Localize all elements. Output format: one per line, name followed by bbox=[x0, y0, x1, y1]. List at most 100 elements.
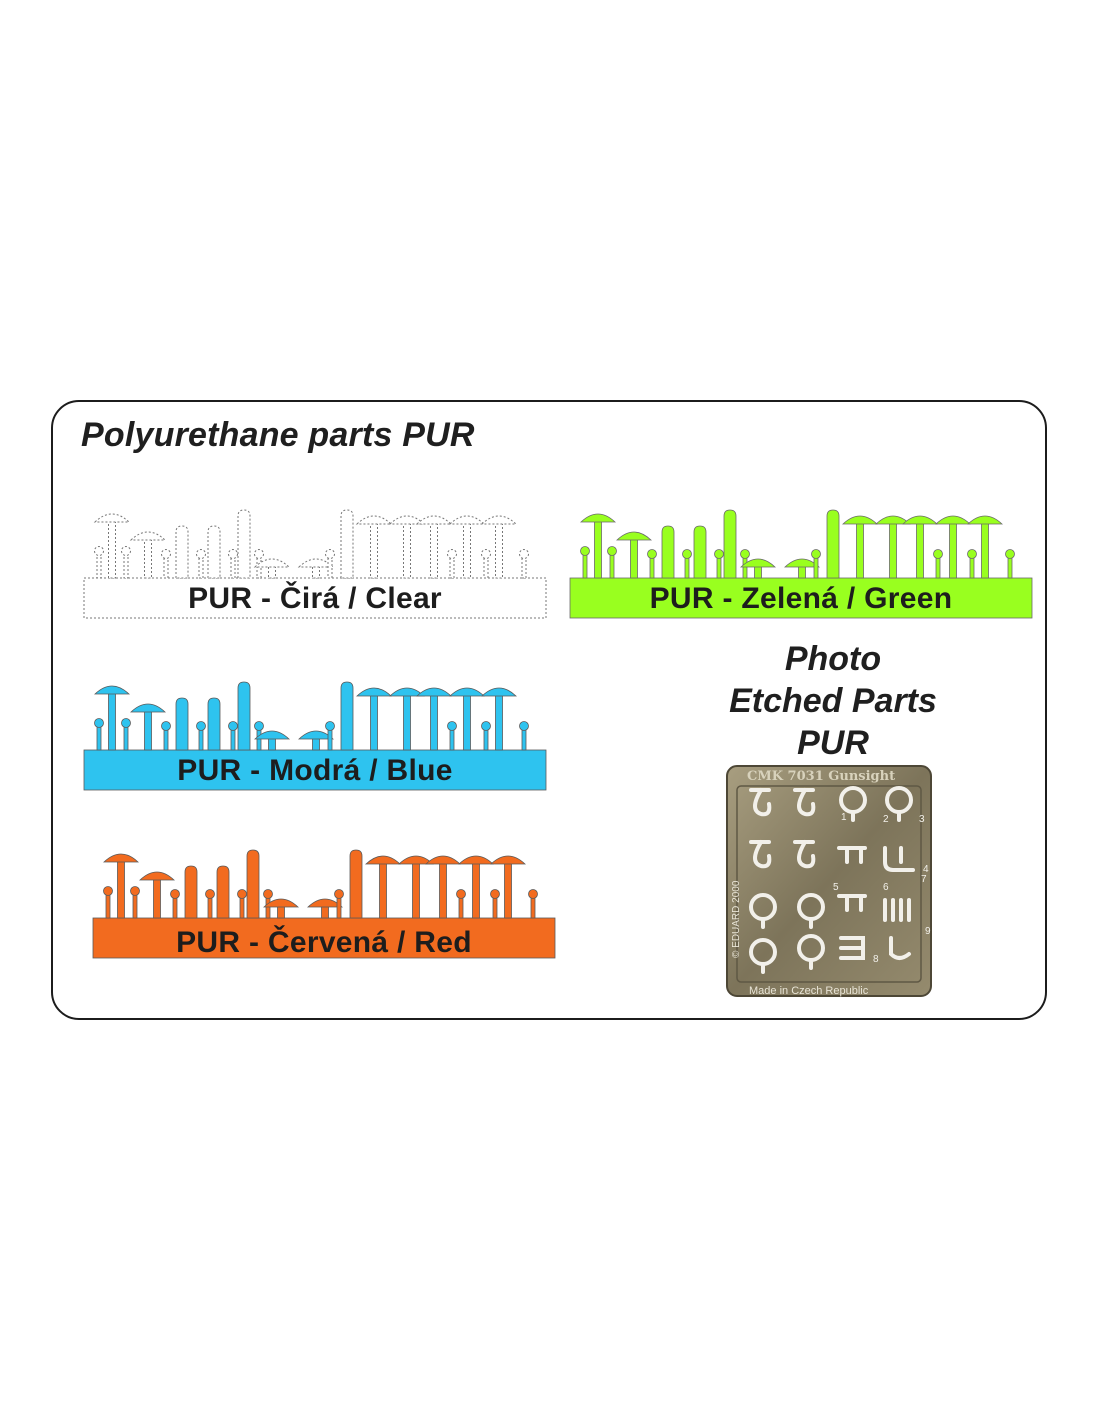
part-stem bbox=[981, 521, 989, 579]
part-mushroom-cap bbox=[129, 531, 167, 541]
part-knob bbox=[103, 886, 113, 896]
fret-part bbox=[749, 938, 778, 974]
sprue-red-label: PUR - Červená / Red bbox=[176, 926, 472, 959]
fret-part-number: 7 bbox=[921, 874, 927, 885]
sprue-green-label: PUR - Zelená / Green bbox=[649, 582, 953, 615]
part-knob bbox=[228, 721, 238, 731]
sprue-clear-drawing bbox=[83, 509, 547, 619]
part-mushroom-cap bbox=[355, 687, 393, 697]
part-knob bbox=[263, 889, 273, 899]
part-knob bbox=[325, 721, 335, 731]
fret-part-number: 8 bbox=[873, 954, 879, 965]
part-knob bbox=[528, 889, 538, 899]
fret-part bbox=[749, 788, 772, 817]
part-stem bbox=[449, 555, 455, 579]
part-stem bbox=[684, 555, 690, 579]
part-knob bbox=[519, 721, 529, 731]
part-mushroom-cap bbox=[615, 531, 653, 541]
part-stem bbox=[230, 727, 236, 751]
part-knob bbox=[254, 721, 264, 731]
part-stem bbox=[716, 555, 722, 579]
sprue-blue-drawing bbox=[83, 681, 547, 791]
part-knob bbox=[811, 549, 821, 559]
part-stem bbox=[153, 877, 161, 919]
part-stem bbox=[123, 724, 129, 751]
fret-part-number: 6 bbox=[883, 882, 889, 893]
part-knob bbox=[481, 549, 491, 559]
part-stem bbox=[609, 552, 615, 579]
part-stem bbox=[108, 519, 116, 579]
part-mushroom-cap bbox=[448, 515, 486, 525]
fret-part bbox=[889, 936, 911, 960]
part-stem bbox=[472, 861, 480, 919]
fret-part bbox=[883, 898, 911, 922]
fret-part-number: 5 bbox=[833, 882, 839, 893]
sprue-green-drawing bbox=[569, 509, 1033, 619]
part-knob bbox=[196, 721, 206, 731]
part-knob bbox=[456, 889, 466, 899]
part-stem bbox=[492, 895, 498, 919]
sprue-parts bbox=[102, 849, 538, 919]
part-round-post bbox=[349, 849, 363, 919]
part-mushroom-cap bbox=[901, 515, 939, 525]
part-knob bbox=[740, 549, 750, 559]
part-stem bbox=[458, 895, 464, 919]
part-round-post bbox=[207, 525, 221, 579]
part-mushroom-cap bbox=[480, 515, 518, 525]
part-stem bbox=[163, 555, 169, 579]
part-stem bbox=[935, 555, 941, 579]
part-knob bbox=[161, 721, 171, 731]
part-stem bbox=[412, 861, 420, 919]
part-mushroom-cap bbox=[93, 513, 131, 523]
part-stem bbox=[430, 521, 438, 579]
fret-part bbox=[837, 846, 867, 864]
polyurethane-parts-panel: Polyurethane parts PUR PUR - Čirá / Clea… bbox=[51, 400, 1047, 1020]
part-stem bbox=[327, 555, 333, 579]
part-round-post bbox=[661, 525, 675, 579]
part-stem bbox=[108, 691, 116, 751]
part-mushroom-cap bbox=[306, 898, 344, 908]
part-knob bbox=[196, 549, 206, 559]
part-stem bbox=[1007, 555, 1013, 579]
part-stem bbox=[163, 727, 169, 751]
part-stem bbox=[649, 555, 655, 579]
part-stem bbox=[198, 727, 204, 751]
part-stem bbox=[530, 895, 536, 919]
fret-footer: Made in Czech Republic bbox=[749, 985, 869, 997]
part-mushroom-cap bbox=[364, 855, 402, 865]
fret-part bbox=[749, 840, 772, 869]
part-mushroom-cap bbox=[297, 730, 335, 740]
fret-part-number: 1 bbox=[841, 812, 847, 823]
part-knob bbox=[254, 549, 264, 559]
part-stem bbox=[630, 537, 638, 579]
part-round-post bbox=[216, 865, 230, 919]
fret-part bbox=[749, 893, 778, 929]
part-knob bbox=[205, 889, 215, 899]
part-stem bbox=[430, 693, 438, 751]
photo-etched-fret: CMK 7031 Gunsight Made in Czech Republic… bbox=[723, 762, 935, 1005]
part-stem bbox=[463, 693, 471, 751]
part-round-post bbox=[340, 509, 354, 579]
part-stem bbox=[96, 724, 102, 751]
part-stem bbox=[105, 892, 111, 919]
fret-copyright: © EDUARD 2000 bbox=[731, 880, 742, 958]
part-knob bbox=[519, 549, 529, 559]
part-round-post bbox=[246, 849, 260, 919]
part-knob bbox=[94, 718, 104, 728]
part-stem bbox=[521, 727, 527, 751]
part-knob bbox=[481, 721, 491, 731]
part-knob bbox=[228, 549, 238, 559]
part-mushroom-cap bbox=[457, 855, 495, 865]
part-stem bbox=[856, 521, 864, 579]
part-stem bbox=[504, 861, 512, 919]
part-round-post bbox=[237, 681, 251, 751]
part-round-post bbox=[340, 681, 354, 751]
part-mushroom-cap bbox=[262, 898, 300, 908]
part-stem bbox=[969, 555, 975, 579]
part-mushroom-cap bbox=[415, 687, 453, 697]
sprue-green: PUR - Zelená / Green bbox=[569, 502, 1033, 622]
part-stem bbox=[172, 895, 178, 919]
part-knob bbox=[130, 886, 140, 896]
part-stem bbox=[123, 552, 129, 579]
